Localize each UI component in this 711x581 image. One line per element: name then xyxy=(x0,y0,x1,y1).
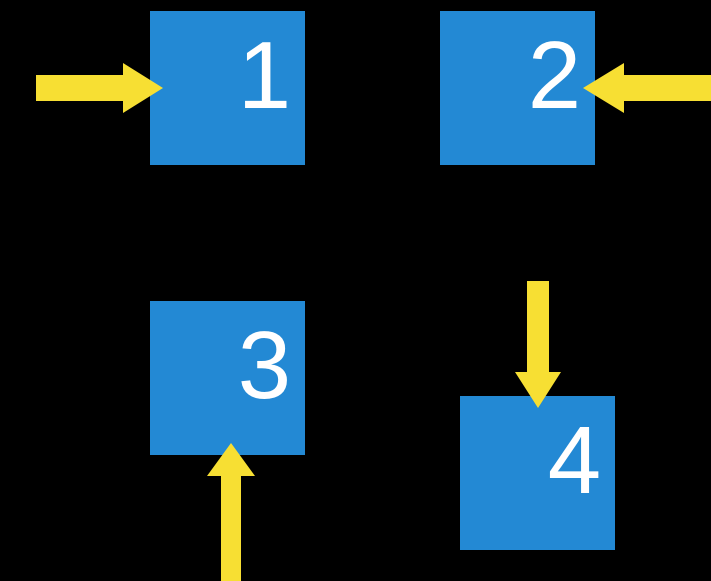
box-label-3: 3 xyxy=(237,312,292,419)
box-node-4[interactable] xyxy=(460,396,615,550)
box-node-1[interactable] xyxy=(150,11,305,165)
box-node-3[interactable] xyxy=(150,301,305,455)
box-label-4: 4 xyxy=(547,407,602,514)
box-label-1: 1 xyxy=(237,22,292,129)
arrow-up-into-box-3 xyxy=(207,443,255,581)
box-node-2[interactable] xyxy=(440,11,595,165)
arrow-right-into-box-1 xyxy=(36,63,163,113)
box-label-2: 2 xyxy=(527,22,582,129)
arrow-down-into-box-4 xyxy=(515,281,561,408)
arrow-left-into-box-2 xyxy=(583,63,711,113)
